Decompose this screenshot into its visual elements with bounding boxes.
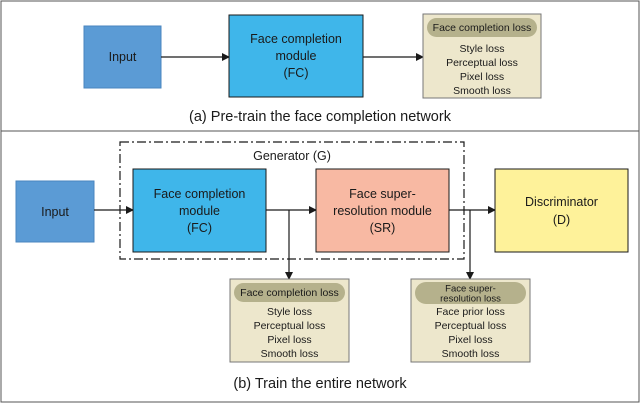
fc-loss-header: Face completion loss [240,287,339,299]
top-fc-line3: (FC) [284,66,309,80]
fc-loss-item: Perceptual loss [254,320,326,332]
bottom-input-label: Input [41,205,69,219]
bottom-sr-line1: Face super- [349,187,416,201]
disc-line2: (D) [553,213,570,227]
sr-loss-header-line1: Face super- [445,284,496,295]
bottom-sr-line2: resolution module [333,204,432,218]
sr-loss-item: Smooth loss [442,348,500,360]
top-loss-item: Perceptual loss [446,57,518,69]
bottom-input-box: Input [15,180,95,243]
generator-dashed-box [119,141,465,260]
sr-loss-item: Perceptual loss [435,320,507,332]
fc-loss-item: Style loss [267,306,312,318]
top-caption: (a) Pre-train the face completion networ… [189,109,452,125]
top-loss-header: Face completion loss [433,22,532,34]
top-input-box: Input [83,25,162,89]
bottom-fc-line2: module [179,204,220,218]
sr-loss-header-line2: resolution loss [440,294,501,305]
sr-loss-item: Face prior loss [436,306,505,318]
top-loss-item: Smooth loss [453,85,511,97]
bottom-fc-loss-box: Face completion loss Style loss Perceptu… [229,278,350,363]
bottom-sr-loss-box: Face super- resolution loss Face prior l… [410,278,531,363]
top-loss-box: Face completion loss Style loss Perceptu… [422,13,542,99]
bottom-fc-line3: (FC) [187,221,212,235]
bottom-sr-line3: (SR) [370,221,396,235]
sr-loss-item: Pixel loss [448,334,492,346]
bottom-sr-box: Face super- resolution module (SR) [315,168,450,253]
generator-label: Generator (G) [253,149,331,163]
top-input-label: Input [109,50,137,64]
fc-loss-item: Smooth loss [261,348,319,360]
discriminator-box: Discriminator (D) [494,168,629,253]
bottom-caption: (b) Train the entire network [233,376,407,392]
top-fc-line1: Face completion [250,32,342,46]
top-fc-line2: module [276,49,317,63]
bottom-fc-line1: Face completion [154,187,246,201]
bottom-fc-box: Face completion module (FC) [132,168,267,253]
fc-loss-item: Pixel loss [267,334,311,346]
disc-line1: Discriminator [525,195,598,209]
top-loss-item: Pixel loss [460,71,504,83]
top-loss-item: Style loss [460,43,505,55]
top-fc-box: Face completion module (FC) [228,14,364,98]
